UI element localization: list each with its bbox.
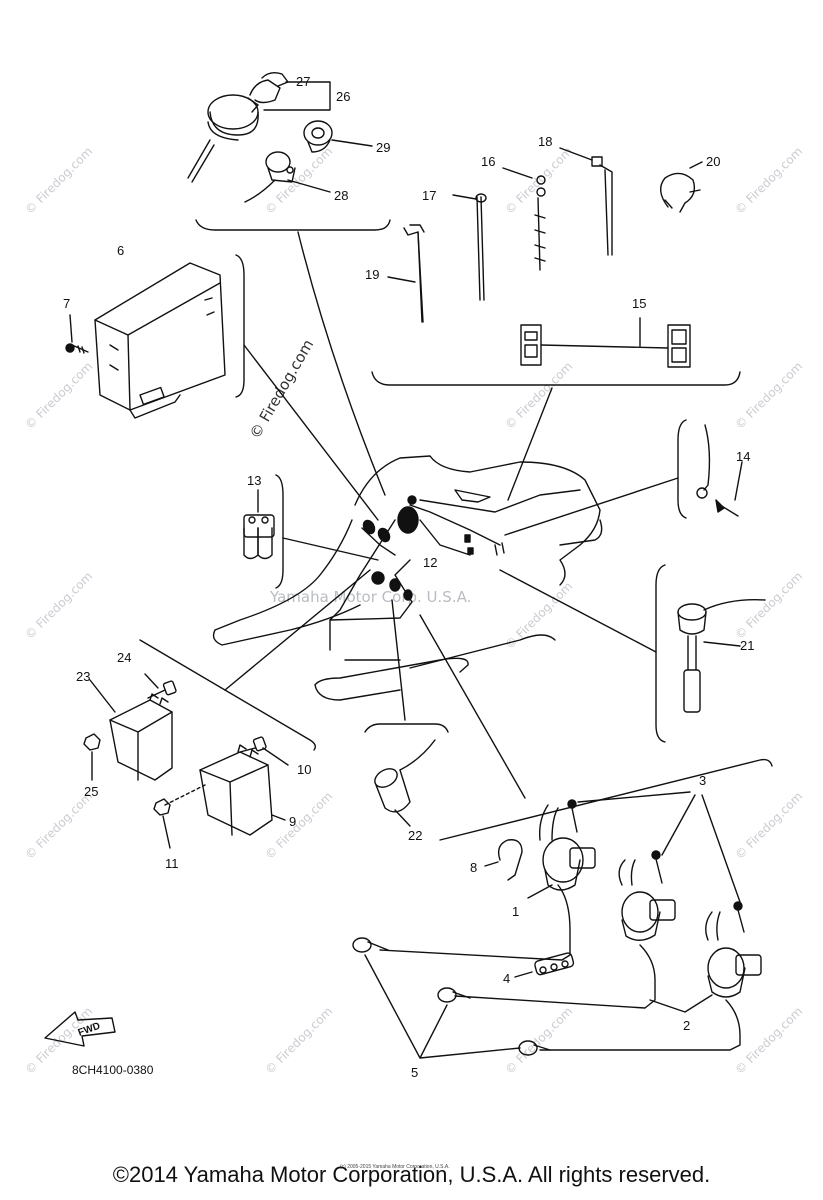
group-brackets <box>139 219 773 841</box>
tiny-notice: (c) 2005-2015 Yamaha Motor Corporation, … <box>340 1164 450 1170</box>
copyright-notice: ©2014 Yamaha Motor Corporation, U.S.A. A… <box>112 1162 711 1187</box>
coil-2a <box>454 859 676 1009</box>
callout-16: 16 <box>481 154 495 169</box>
callout-14: 14 <box>736 449 750 464</box>
key-29 <box>303 120 373 153</box>
callout-22: 22 <box>408 828 422 843</box>
sensor-21 <box>677 599 766 713</box>
callout-23: 23 <box>76 669 90 684</box>
fwd-arrow-icon <box>44 1011 116 1047</box>
ground-lead-14 <box>696 424 743 517</box>
sensor-15 <box>520 317 691 368</box>
watermark: © Firedog.com <box>22 359 95 432</box>
band-18 <box>559 147 613 256</box>
callout-17: 17 <box>422 188 436 203</box>
callout-26: 26 <box>336 89 350 104</box>
callout-8: 8 <box>470 860 477 875</box>
watermark: © Firedog.com <box>22 569 95 642</box>
callout-29: 29 <box>376 140 390 155</box>
watermark: © Firedog.com <box>502 1004 575 1077</box>
callout-2: 2 <box>683 1018 690 1033</box>
callout-24: 24 <box>117 650 131 665</box>
clamp-16 <box>502 167 546 271</box>
callout-18: 18 <box>538 134 552 149</box>
callout-10: 10 <box>297 762 311 777</box>
bolt-24 <box>144 673 177 699</box>
clip-20 <box>660 161 703 213</box>
nut-25 <box>83 733 101 781</box>
watermark: © Firedog.com <box>732 1004 805 1077</box>
watermark: © Firedog.com <box>732 144 805 217</box>
watermark-layer: © Firedog.com © Firedog.com © Firedog.co… <box>22 144 805 1077</box>
watermark: © Firedog.com <box>262 1004 335 1077</box>
regulator-23 <box>89 679 173 781</box>
callout-6: 6 <box>117 243 124 258</box>
main-switch-26 <box>187 71 331 183</box>
screws-3 <box>567 791 745 933</box>
callout-13: 13 <box>247 473 261 488</box>
callout-numbers: 1 2 3 4 5 6 7 8 9 10 11 12 13 14 15 16 1… <box>63 74 754 1080</box>
callout-21: 21 <box>740 638 754 653</box>
rectifier-9 <box>199 744 286 836</box>
callout-25: 25 <box>84 784 98 799</box>
coil-2b <box>539 911 762 1051</box>
callout-3: 3 <box>699 773 706 788</box>
coil-1 <box>379 804 596 961</box>
plug-caps-5 <box>352 937 551 1059</box>
watermark: © Firedog.com <box>22 144 95 217</box>
leader-2 <box>649 994 713 1013</box>
clip-8 <box>484 839 523 881</box>
callout-19: 19 <box>365 267 379 282</box>
callout-9: 9 <box>289 814 296 829</box>
callout-1: 1 <box>512 904 519 919</box>
bolt-10 <box>239 736 289 766</box>
switch-28 <box>244 151 331 203</box>
center-watermark: Yamaha Motor Corp. U.S.A. <box>269 588 471 606</box>
condenser-22 <box>374 739 436 827</box>
band-19 <box>387 224 425 323</box>
leader-lines <box>224 231 679 799</box>
watermark: © Firedog.com <box>22 789 95 862</box>
callout-27: 27 <box>296 74 310 89</box>
connector-13 <box>243 489 275 560</box>
nut-11 <box>153 784 206 849</box>
callout-5: 5 <box>411 1065 418 1080</box>
wire-harness-12 <box>329 495 505 621</box>
callout-4: 4 <box>503 971 510 986</box>
snowmobile-outline <box>212 455 603 701</box>
callout-7: 7 <box>63 296 70 311</box>
screw-7 <box>65 314 89 354</box>
callout-20: 20 <box>706 154 720 169</box>
cdi-unit-6 <box>94 262 226 419</box>
watermark: © Firedog.com <box>262 789 335 862</box>
holder-4 <box>514 952 575 978</box>
diagram-code: 8CH4100-0380 <box>72 1063 154 1077</box>
watermark: © Firedog.com <box>732 359 805 432</box>
watermark: © Firedog.com <box>732 569 805 642</box>
callout-12: 12 <box>423 555 437 570</box>
watermark: © Firedog.com <box>732 789 805 862</box>
callout-11: 11 <box>165 856 179 871</box>
callout-28: 28 <box>334 188 348 203</box>
callout-15: 15 <box>632 296 646 311</box>
band-17 <box>452 193 487 301</box>
